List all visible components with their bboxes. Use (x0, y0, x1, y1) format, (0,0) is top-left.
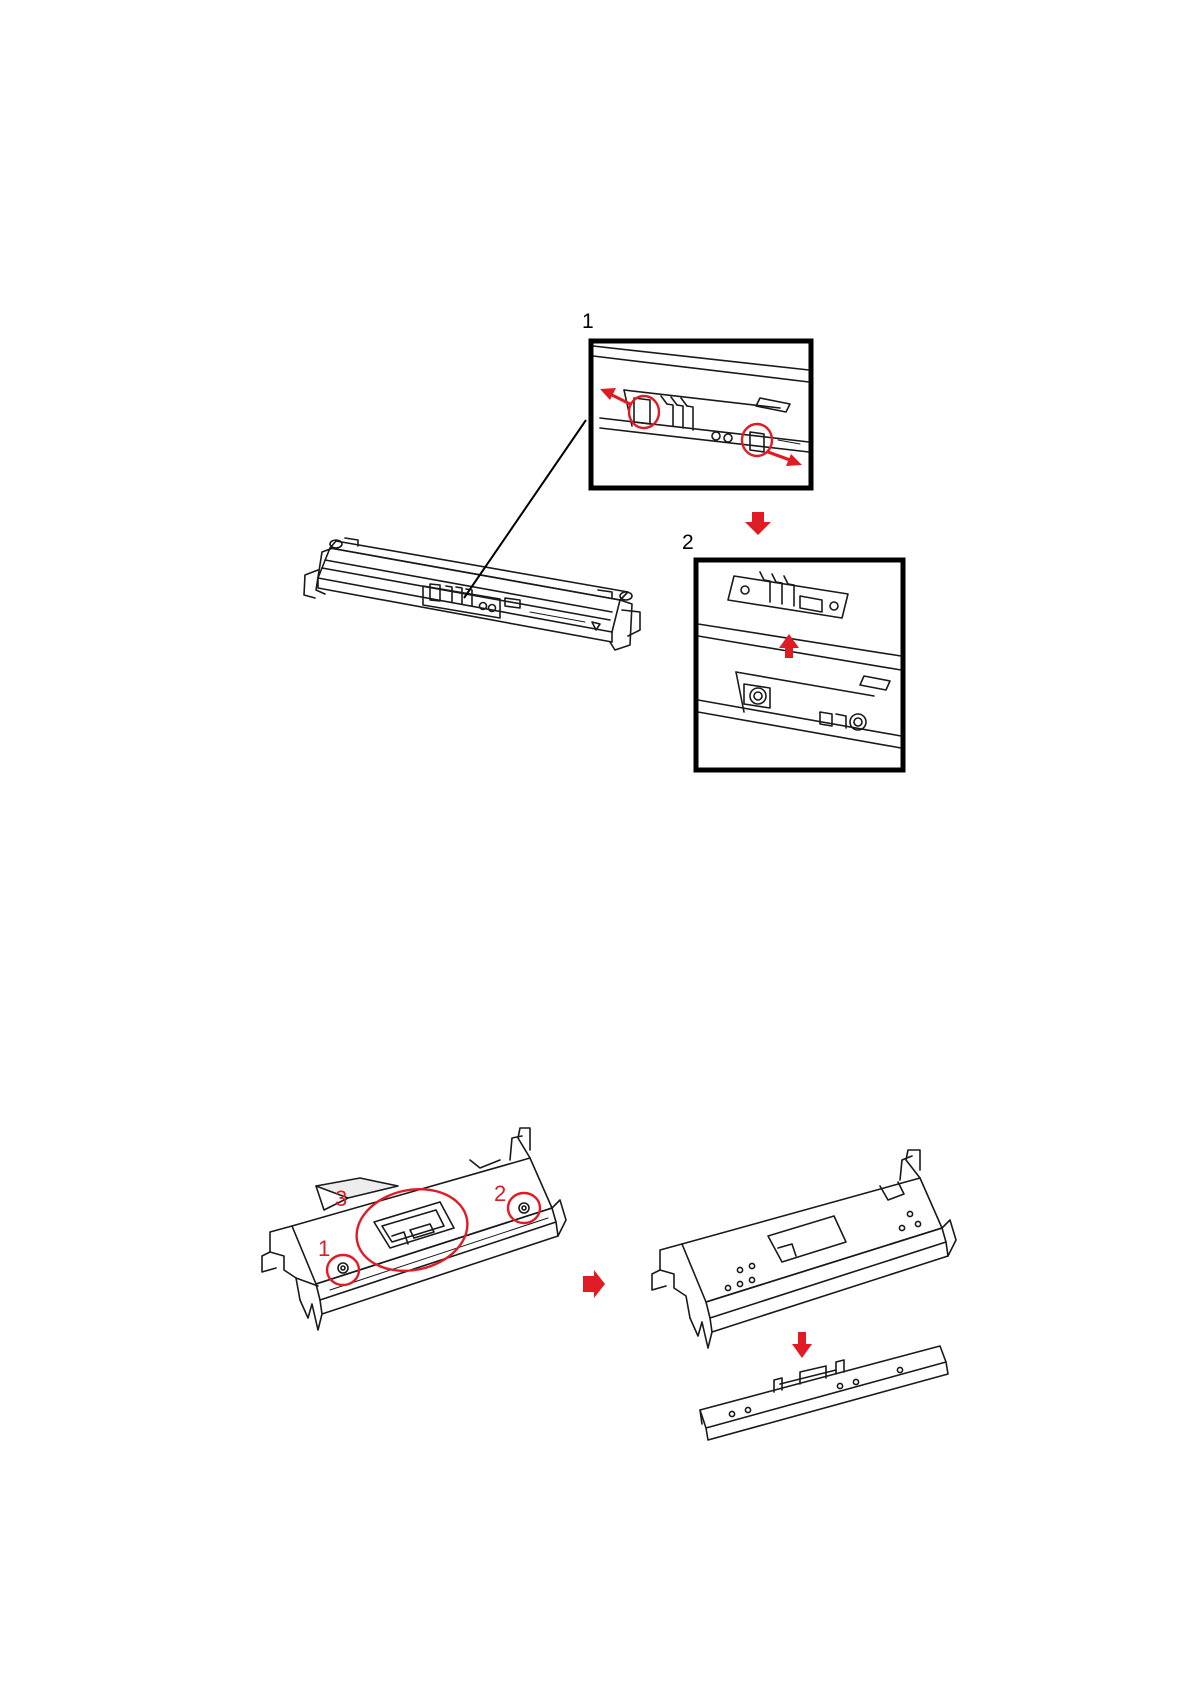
detached-print-head (700, 1346, 948, 1440)
arrow-right-block-icon (583, 1270, 605, 1298)
detail-box-1 (591, 341, 811, 488)
top-figure: 1 (304, 310, 903, 770)
detail-leader-line (464, 420, 586, 598)
step-1-label: 1 (582, 310, 594, 333)
detail-box-2 (696, 560, 903, 770)
bottom-figure: 1 2 3 (262, 1128, 956, 1440)
print-head-assembly-left (262, 1128, 566, 1330)
screw-2-callout (508, 1193, 540, 1223)
screw-1-label: 1 (318, 1236, 330, 1261)
arrow-down-icon (792, 1332, 812, 1358)
screw-2-label: 2 (494, 1181, 506, 1206)
plate-3-label: 3 (335, 1186, 347, 1211)
arrow-down-icon (745, 512, 771, 535)
print-head-assembly-right (652, 1150, 956, 1348)
step-2-label: 2 (682, 531, 694, 554)
